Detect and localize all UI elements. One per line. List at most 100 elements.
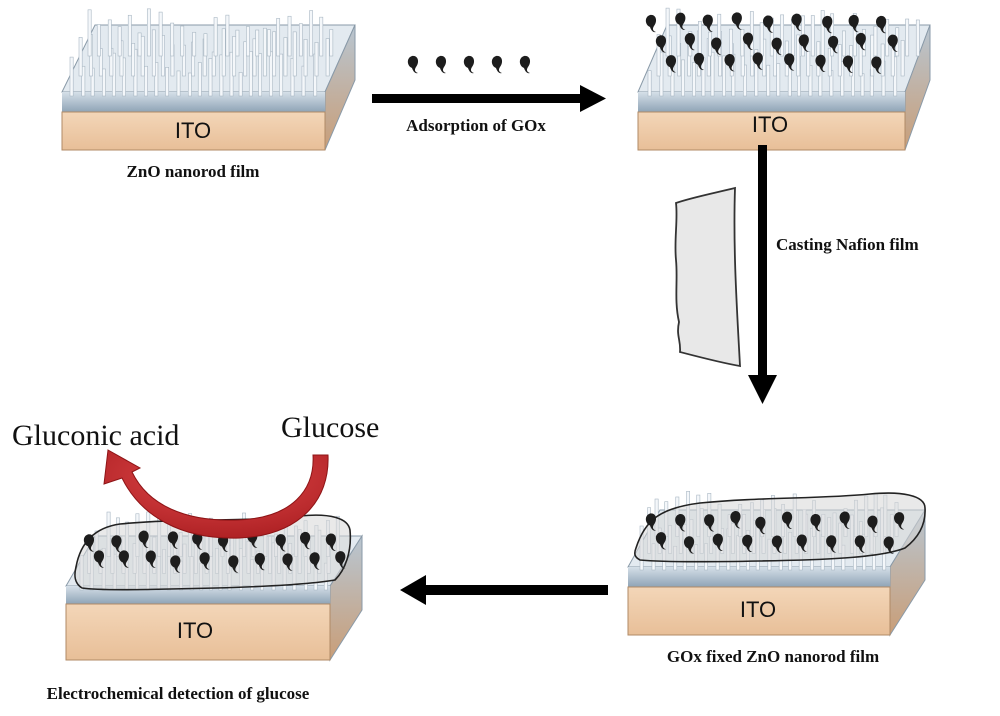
nanorod xyxy=(298,23,303,57)
arrow-head xyxy=(580,85,606,112)
arrow-head xyxy=(748,375,777,404)
arrow-head xyxy=(400,575,426,605)
nanorod xyxy=(180,25,185,57)
nanorod xyxy=(127,14,132,57)
nanorod xyxy=(301,65,306,97)
label-glucose: Glucose xyxy=(281,411,379,444)
gox-enzyme xyxy=(828,35,839,54)
nanorod xyxy=(698,21,702,57)
gox-enzyme xyxy=(771,535,783,553)
nanorod xyxy=(165,67,170,97)
nanorod xyxy=(252,38,257,77)
label-gluconic-acid: Gluconic acid xyxy=(12,419,179,452)
gox-enzyme xyxy=(742,32,754,50)
gox-enzyme xyxy=(111,535,122,553)
nanorod xyxy=(192,31,197,57)
nanorod xyxy=(893,56,898,97)
gox-enzyme xyxy=(684,32,696,51)
nanorod xyxy=(710,51,715,97)
nanorod xyxy=(766,64,771,97)
nanorod xyxy=(232,36,237,77)
gox-fixed-electrode: ITO xyxy=(627,491,926,637)
nanorod xyxy=(276,18,281,57)
zno-layer-front xyxy=(66,586,330,604)
arrow-shaft xyxy=(372,94,582,103)
caption-adsorption: Adsorption of GOx xyxy=(406,116,546,135)
gox-enzyme xyxy=(796,534,807,552)
nanorod xyxy=(840,61,845,97)
gox-enzyme xyxy=(655,532,667,550)
gox-enzyme xyxy=(693,52,705,71)
nanorod xyxy=(870,34,875,77)
nanorod xyxy=(665,7,670,57)
gox-adsorbed-electrode: ITO xyxy=(637,7,931,151)
gox-enzyme xyxy=(282,553,293,571)
gox-enzyme xyxy=(730,511,741,529)
gox-enzyme xyxy=(839,511,850,529)
gox-enzyme xyxy=(867,515,878,533)
gox-enzyme xyxy=(871,56,882,74)
zno-nanorod-electrode: ITO xyxy=(61,8,356,151)
gox-enzyme xyxy=(491,55,503,74)
nanorod xyxy=(117,26,122,57)
arrow-shaft xyxy=(758,145,767,377)
gox-enzyme xyxy=(842,55,854,73)
nanorod xyxy=(808,65,813,97)
gox-enzyme xyxy=(145,550,156,568)
nanorod xyxy=(269,51,273,97)
nanorod xyxy=(692,62,696,97)
nanorod xyxy=(98,48,103,77)
gox-enzyme xyxy=(309,552,320,570)
nanorod xyxy=(830,13,835,57)
nanorod xyxy=(258,53,263,97)
nanorod xyxy=(213,17,218,57)
zno-layer-front xyxy=(62,92,325,112)
gox-enzyme xyxy=(435,55,447,74)
nanorod xyxy=(107,19,112,57)
arrow-shaft xyxy=(424,585,608,595)
nanorod xyxy=(873,25,878,57)
gox-enzyme xyxy=(665,55,677,73)
nanorod xyxy=(681,59,685,97)
nanorod xyxy=(221,28,226,77)
gox-enzyme xyxy=(894,512,905,530)
detection-electrode: ITO xyxy=(65,509,363,662)
nanorod xyxy=(810,15,815,57)
gox-enzyme xyxy=(763,15,774,33)
nanorod xyxy=(325,38,330,77)
nanorod xyxy=(87,9,92,57)
ito-label: ITO xyxy=(175,118,211,143)
gox-enzyme xyxy=(771,37,782,55)
nanorod xyxy=(708,31,712,57)
arrow-detection xyxy=(400,575,608,605)
nanorod xyxy=(69,56,74,97)
nanorod xyxy=(852,13,857,57)
gox-enzyme xyxy=(167,531,179,549)
nanorod xyxy=(158,11,163,57)
gox-enzyme xyxy=(711,37,722,55)
nanorod xyxy=(248,51,253,97)
nanorod xyxy=(176,70,181,97)
gox-enzyme xyxy=(655,35,667,53)
nanorod xyxy=(96,24,101,57)
nanorod xyxy=(743,64,747,97)
ito-substrate-front xyxy=(637,111,906,151)
gox-enzyme xyxy=(876,15,887,34)
gox-enzyme xyxy=(407,55,419,74)
gox-enzyme xyxy=(217,534,229,552)
arrow-adsorption xyxy=(372,85,606,112)
nanorod xyxy=(81,65,86,97)
nanorod xyxy=(776,63,781,97)
gox-enzyme xyxy=(170,555,181,573)
nanorod xyxy=(309,10,314,57)
nanorod xyxy=(656,34,661,77)
arrow-casting xyxy=(748,145,777,404)
caption-casting: Casting Nafion film xyxy=(776,235,919,254)
nanorod xyxy=(722,55,726,97)
nanorod xyxy=(314,42,319,77)
nanorod xyxy=(905,18,910,57)
gox-enzyme xyxy=(93,550,105,568)
nanorod xyxy=(102,68,106,97)
caption-detection: Electrochemical detection of glucose xyxy=(47,684,310,703)
gox-enzyme xyxy=(781,511,793,529)
